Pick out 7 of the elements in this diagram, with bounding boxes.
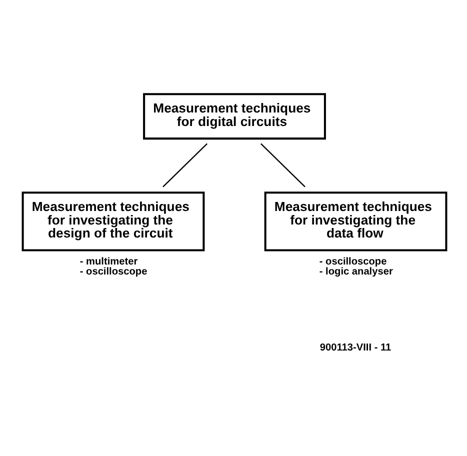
node-label: - oscilloscope [79, 266, 147, 278]
connector [260, 143, 305, 188]
node-label: - logic analyser [318, 266, 392, 278]
node-label: - multimeter [79, 256, 138, 268]
connector [162, 143, 208, 188]
label: 900113-VIII - 11 [319, 342, 391, 354]
node-label: - oscilloscope [318, 256, 386, 268]
